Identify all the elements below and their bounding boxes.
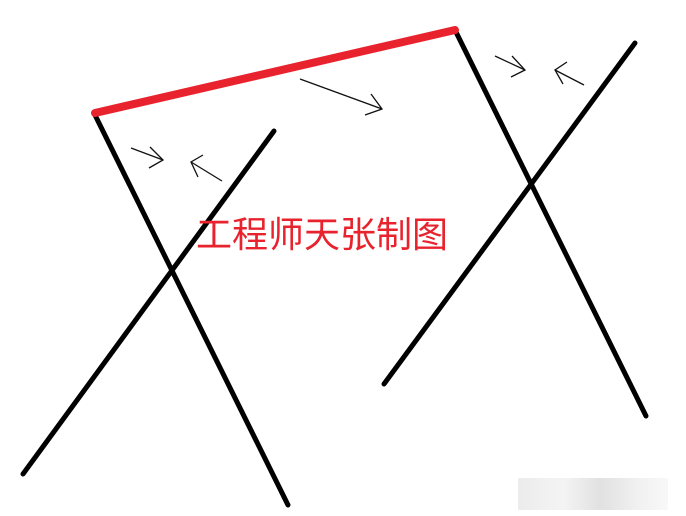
direction-arrow-top [299,78,384,116]
inward-arrows-right [494,55,585,86]
top-bar-red [91,26,459,117]
left-frame-leg-a [92,112,291,508]
right-frame-leg-a [452,27,649,419]
blurred-watermark [518,478,668,510]
right-frame-leg-b [381,40,638,387]
left-frame-leg-b [20,128,277,477]
diagram-label: 工程师天张制图 [196,215,449,256]
inward-arrows-left [130,146,223,182]
